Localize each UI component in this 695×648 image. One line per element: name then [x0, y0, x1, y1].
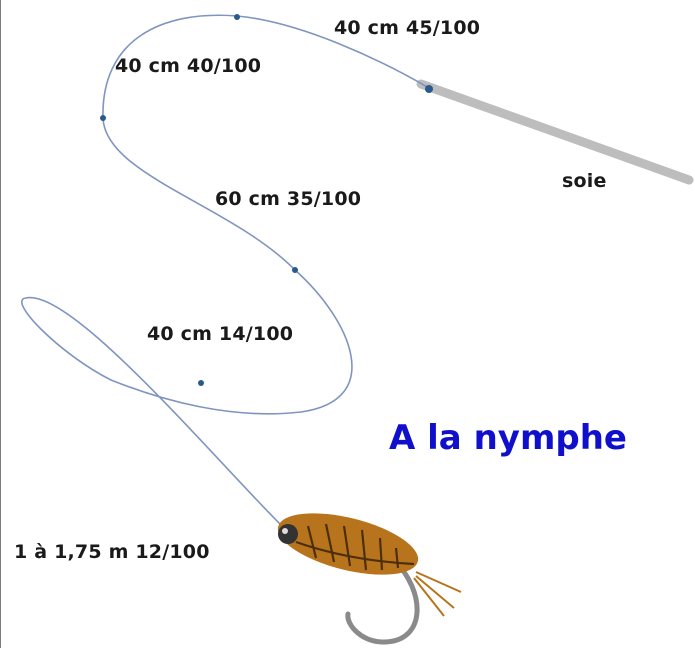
label-segment-45: 40 cm 45/100	[334, 17, 480, 39]
leader-line	[22, 15, 429, 525]
knot-5	[198, 380, 204, 386]
knot-1	[425, 85, 433, 93]
knot-2	[234, 14, 240, 20]
knot-4	[292, 267, 298, 273]
label-tippet: 1 à 1,75 m 12/100	[14, 541, 210, 563]
fly-eye	[282, 528, 288, 534]
label-segment-40: 40 cm 40/100	[115, 55, 261, 77]
tail-fibers	[414, 572, 461, 616]
nymph-fly-icon	[272, 501, 461, 642]
fly-body	[272, 501, 424, 586]
label-segment-35: 60 cm 35/100	[215, 188, 361, 210]
label-fly-line: soie	[562, 170, 607, 192]
knot-3	[100, 115, 106, 121]
diagram-title: A la nymphe	[389, 418, 627, 458]
fly-line	[421, 84, 689, 180]
label-segment-14: 40 cm 14/100	[147, 323, 293, 345]
fly-head	[278, 524, 298, 544]
